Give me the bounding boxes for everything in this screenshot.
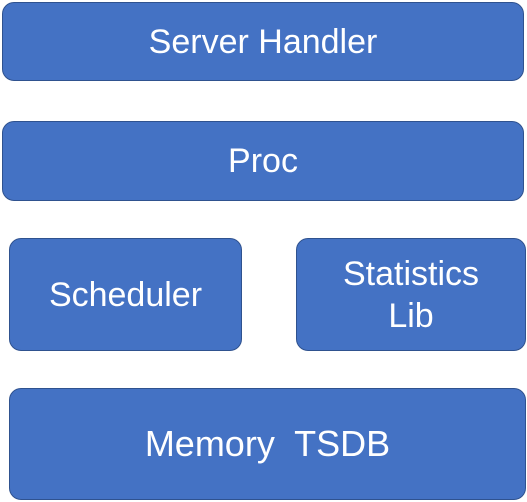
scheduler-block: Scheduler bbox=[9, 238, 242, 351]
scheduler-label: Scheduler bbox=[48, 275, 203, 314]
server-handler-label: Server Handler bbox=[148, 22, 378, 61]
proc-label: Proc bbox=[228, 142, 298, 180]
server-handler-block: Server Handler bbox=[2, 2, 524, 81]
statistics-lib-label-line2: Lib bbox=[388, 296, 434, 335]
memory-tsdb-label: Memory TSDB bbox=[144, 423, 391, 464]
proc-block: Proc bbox=[2, 121, 524, 201]
statistics-lib-label-line1: Statistics bbox=[342, 254, 480, 293]
statistics-lib-block: Statistics Lib bbox=[296, 238, 526, 351]
memory-tsdb-block: Memory TSDB bbox=[9, 388, 526, 500]
